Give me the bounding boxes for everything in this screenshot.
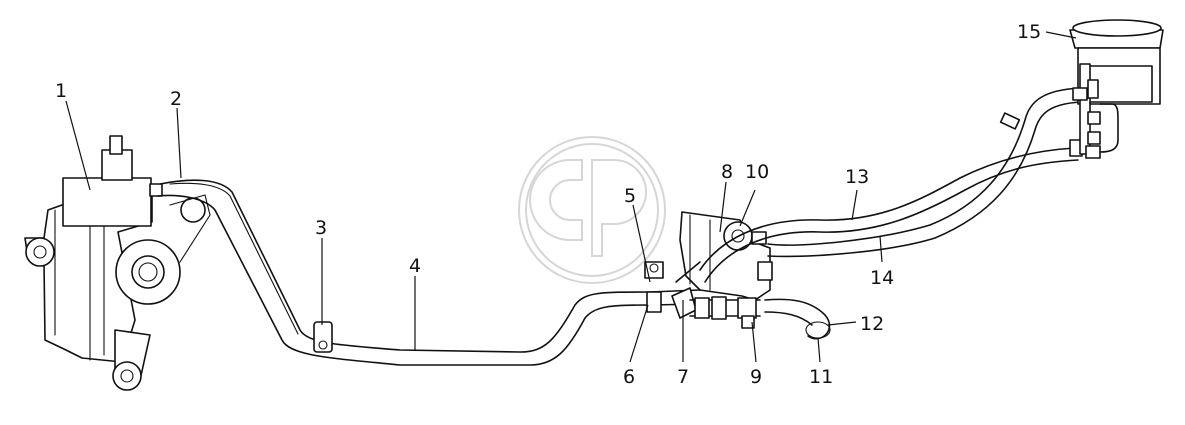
mounting-bracket bbox=[644, 261, 664, 313]
pipe-clamp bbox=[313, 321, 333, 353]
callout-3: 3 bbox=[315, 217, 327, 239]
callout-2: 2 bbox=[170, 88, 182, 110]
callout-1: 1 bbox=[55, 80, 67, 102]
callout-6: 6 bbox=[623, 366, 635, 388]
callout-labels: 1 2 3 4 5 6 7 8 10 9 11 12 13 14 15 bbox=[55, 21, 1041, 388]
return-hose-loop bbox=[764, 298, 831, 340]
pressure-hose bbox=[689, 296, 761, 329]
callout-5: 5 bbox=[624, 185, 636, 207]
hydraulic-pipe-pair bbox=[157, 179, 701, 366]
hose-fitting bbox=[671, 261, 701, 319]
steering-pump bbox=[679, 211, 773, 301]
callout-10: 10 bbox=[745, 161, 769, 183]
callout-9: 9 bbox=[750, 366, 762, 388]
oil-reservoir bbox=[1069, 19, 1164, 159]
steering-gear-assembly bbox=[24, 135, 211, 391]
callout-14: 14 bbox=[870, 267, 894, 289]
callout-7: 7 bbox=[677, 366, 689, 388]
callout-13: 13 bbox=[845, 166, 869, 188]
reservoir-hoses bbox=[699, 87, 1083, 283]
callout-8: 8 bbox=[721, 161, 733, 183]
callout-11: 11 bbox=[809, 366, 833, 388]
callout-12: 12 bbox=[860, 313, 884, 335]
watermark-logo bbox=[518, 136, 666, 284]
callout-15: 15 bbox=[1017, 21, 1041, 43]
callout-4: 4 bbox=[409, 255, 421, 277]
leader-lines bbox=[65, 31, 1077, 363]
